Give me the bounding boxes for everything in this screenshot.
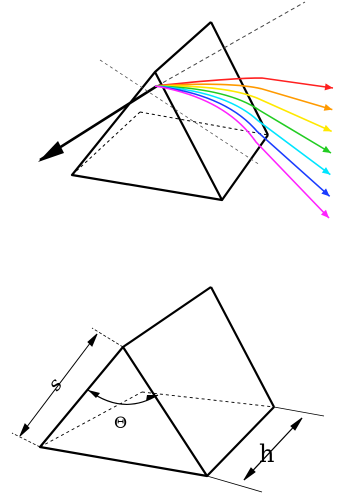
- spectrum-ray-yellow: [154, 85, 332, 133]
- prism-apex-ridge: [154, 21, 212, 73]
- prism-dispersion-diagram: [0, 0, 337, 240]
- height-label: h: [259, 440, 274, 468]
- spectrum-arrowhead-yellow: [322, 124, 332, 132]
- height-dimension: [206, 406, 325, 493]
- side-arrow-bottom: [19, 423, 30, 437]
- incident-ray-arrowhead: [38, 141, 64, 162]
- prism-front-face: [70, 70, 224, 202]
- spectrum-arrowhead-orange: [323, 104, 333, 111]
- prism-outline: [70, 21, 269, 202]
- side-extension-bottom: [11, 432, 41, 448]
- side-length-dimension: [11, 327, 124, 448]
- spectrum-arrowhead-blue: [321, 188, 330, 197]
- prism-bottom-edge: [221, 134, 269, 201]
- height-arrow-top: [290, 417, 303, 431]
- height-dimension-line: [243, 417, 303, 481]
- normal-line: [99, 59, 261, 166]
- incident-ray-extension: [156, 1, 306, 87]
- side-arrow-top: [87, 333, 98, 347]
- height-arrow-bottom: [243, 467, 256, 481]
- geometry-front-face: [38, 345, 209, 478]
- incident-ray: [38, 1, 306, 166]
- side-length-label: s: [44, 374, 67, 395]
- spectrum-ray-cyan: [154, 85, 331, 176]
- geometry-hidden-base: [141, 391, 275, 408]
- spectrum-arrowhead-cyan: [321, 167, 331, 175]
- prism-geometry-svg: s Θ h: [11, 286, 325, 493]
- apex-arc-arrow-left: [88, 390, 100, 398]
- prism-geometry-diagram: s Θ h: [0, 240, 337, 495]
- side-dimension-line: [19, 333, 98, 437]
- height-extension-bottom: [206, 475, 263, 493]
- spectrum-arrowhead-green: [322, 145, 331, 153]
- apex-arc-arrow-right: [146, 395, 158, 401]
- geometry-prism-outline: [38, 286, 275, 478]
- spectrum-ray-green: [154, 85, 332, 154]
- spectrum-rays: [154, 77, 334, 219]
- spectrum-ray-blue: [154, 85, 331, 197]
- geometry-right-edge: [210, 286, 275, 408]
- prism-hidden-edge: [71, 111, 141, 176]
- spectrum-arrowhead-red: [324, 83, 333, 91]
- height-extension-top: [273, 406, 325, 417]
- apex-angle-label: Θ: [114, 413, 127, 432]
- geometry-bottom-edge: [206, 406, 275, 477]
- side-extension-top: [91, 327, 124, 348]
- prism-dispersion-svg: [38, 1, 334, 219]
- geometry-apex-ridge: [122, 286, 212, 348]
- spectrum-ray-red: [154, 77, 334, 89]
- spectrum-arrowhead-magenta: [320, 209, 329, 218]
- spectrum-ray-magenta: [154, 85, 330, 219]
- geometry-hidden-edge: [39, 391, 143, 448]
- spectrum-ray-orange: [154, 83, 333, 111]
